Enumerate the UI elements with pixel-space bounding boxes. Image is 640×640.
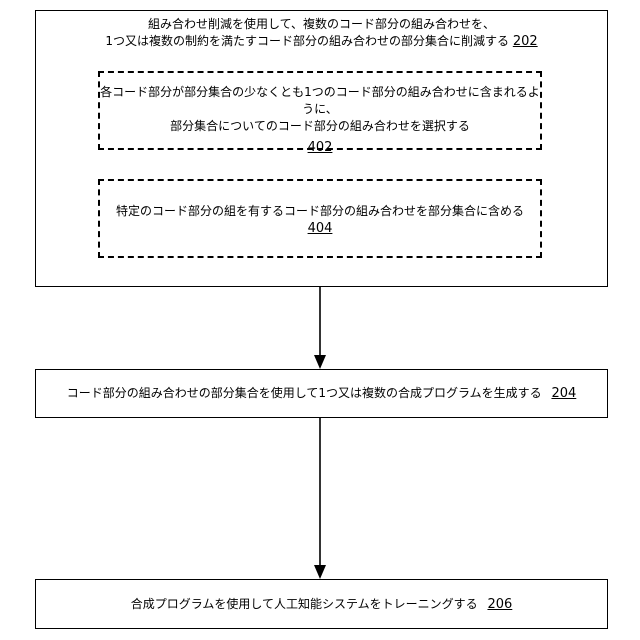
arrow-204-to-206-head [314, 565, 326, 579]
arrow-202-to-204-head [314, 355, 326, 369]
